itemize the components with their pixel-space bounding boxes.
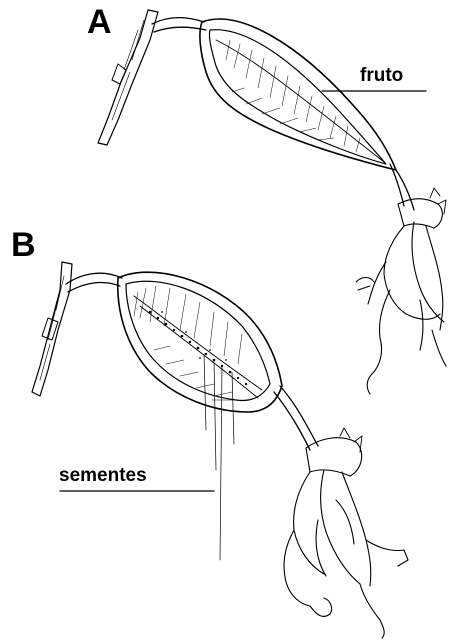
panel-a-letter: A — [87, 5, 112, 39]
panel-a-corolla — [356, 188, 446, 394]
panel-a-peduncle — [152, 18, 206, 32]
seeds-label: sementes — [59, 466, 147, 485]
panel-b-letter: B — [11, 228, 36, 262]
panel-b-corolla — [284, 428, 408, 638]
panel-b-fruit — [118, 272, 282, 412]
panel-a-fruit — [200, 19, 396, 170]
panel-a-stalk — [390, 164, 414, 210]
panel-b-peduncle — [66, 273, 122, 292]
fruit-label: fruto — [360, 66, 403, 85]
panel-b-branch-stub — [32, 262, 72, 396]
panel-b-drawing — [32, 262, 408, 638]
panel-b-stalk — [274, 386, 318, 450]
